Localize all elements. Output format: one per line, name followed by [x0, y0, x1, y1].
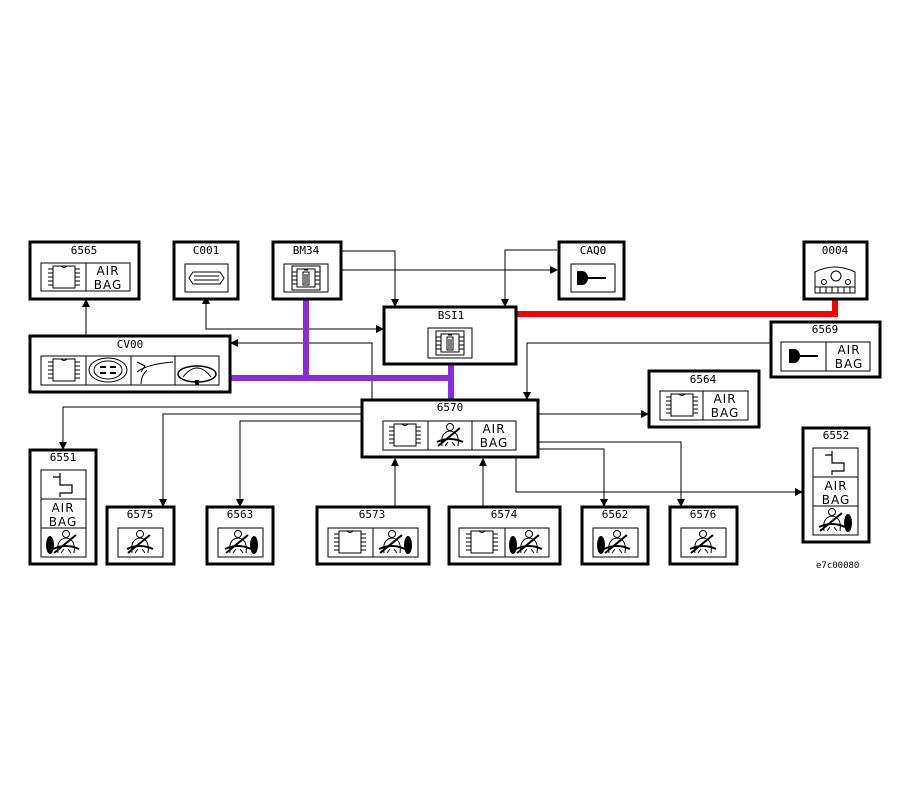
module-bm34-label: BM34 [293, 244, 320, 257]
diagnostic-connector-icon [188, 271, 225, 285]
module-0004-label: 0004 [822, 244, 849, 257]
ecu-chip-icon [47, 358, 81, 382]
module-6562-label: 6562 [602, 508, 629, 521]
module-6574[interactable]: 6574 [447, 505, 562, 566]
wire-6570-6576 [538, 441, 685, 507]
module-c001-label: C001 [193, 244, 220, 257]
module-6575-label: 6575 [127, 508, 154, 521]
airbag-text-bag: BAG [835, 357, 864, 371]
module-0004[interactable]: 0004 [802, 240, 869, 301]
ecu-chip-icon [388, 423, 422, 447]
wire-6570-6575 [159, 413, 362, 507]
module-6573-label: 6573 [359, 508, 386, 521]
instrument-cluster-icon [814, 266, 856, 294]
module-cv00-label: CV00 [117, 338, 144, 351]
module-caq0-label: CAQ0 [580, 244, 607, 257]
airbag-text-bag: BAG [480, 436, 509, 450]
multiplex-bus [231, 299, 454, 401]
wire-6570-6562 [538, 448, 608, 507]
diagram-reference-code: e7c00080 [816, 561, 859, 571]
airbag-text-bag: BAG [711, 406, 740, 420]
module-6563[interactable]: 6563 [205, 505, 275, 566]
airbag-text-air: AIR [837, 343, 860, 357]
bus-bsi1-0004 [516, 299, 838, 317]
airbag-text-bag: BAG [822, 493, 851, 507]
module-6569-label: 6569 [812, 323, 839, 336]
module-6563-label: 6563 [227, 508, 254, 521]
module-6576-label: 6576 [690, 508, 717, 521]
airbag-text-air: AIR [482, 422, 505, 436]
airbag-text-air: AIR [96, 264, 119, 278]
switch-module-icon [88, 357, 128, 383]
module-6565-label: 6565 [71, 244, 98, 257]
module-bsi1-label: BSI1 [438, 309, 465, 322]
module-c001[interactable]: C001 [172, 240, 240, 301]
wiper-stalk-icon [136, 361, 174, 385]
airbag-text-bag: BAG [94, 278, 123, 292]
fuse-box-icon [291, 265, 321, 291]
ecu-chip-icon [47, 265, 81, 289]
module-6564[interactable]: 6564 AIR BAG [647, 369, 761, 429]
module-6551-label: 6551 [50, 451, 77, 464]
ecu-chip-icon [665, 393, 699, 417]
module-6573[interactable]: 6573 [315, 505, 431, 566]
module-6564-label: 6564 [690, 373, 717, 386]
module-6570[interactable]: 6570 AIR BAG [360, 398, 540, 459]
module-6569[interactable]: 6569 AIR BAG [769, 320, 882, 379]
wire-6570-6563 [236, 420, 362, 507]
module-6576[interactable]: 6576 [668, 505, 739, 566]
ecu-chip-icon [465, 530, 499, 554]
module-6551[interactable]: 6551 AIR BAG [28, 448, 98, 566]
wire-6570-cv00 [230, 339, 373, 401]
module-6562[interactable]: 6562 [580, 505, 650, 566]
wire-caq0-bsi1 [501, 249, 557, 307]
module-6575[interactable]: 6575 [105, 505, 176, 566]
bus-cv00-6570 [231, 375, 454, 401]
module-bsi1[interactable]: BSI1 [382, 305, 518, 366]
module-6570-label: 6570 [437, 401, 464, 414]
wire-bm34-bsi1 [341, 250, 399, 307]
module-6552-label: 6552 [823, 429, 850, 442]
steering-wheel-icon [177, 365, 217, 385]
wire-6569-6570 [523, 342, 770, 400]
module-6552[interactable]: 6552 AIR BAG [801, 426, 871, 544]
airbag-text-bag: BAG [49, 515, 78, 529]
module-6574-label: 6574 [491, 508, 518, 521]
ecu-chip-icon [333, 530, 367, 554]
wire-6570-6552 [515, 458, 803, 496]
module-caq0[interactable]: CAQ0 [557, 240, 626, 301]
wires [59, 249, 803, 507]
module-bm34[interactable]: BM34 [271, 240, 343, 301]
wire-bsi1-c001 [202, 296, 383, 330]
airbag-text-air: AIR [51, 501, 74, 515]
fuse-box-icon [435, 330, 465, 356]
module-6565[interactable]: 6565 AIR BAG [28, 240, 141, 301]
module-cv00[interactable]: CV00 [28, 334, 232, 394]
wire-6570-6551 [59, 406, 362, 450]
airbag-text-air: AIR [713, 392, 736, 406]
airbag-text-air: AIR [824, 479, 847, 493]
